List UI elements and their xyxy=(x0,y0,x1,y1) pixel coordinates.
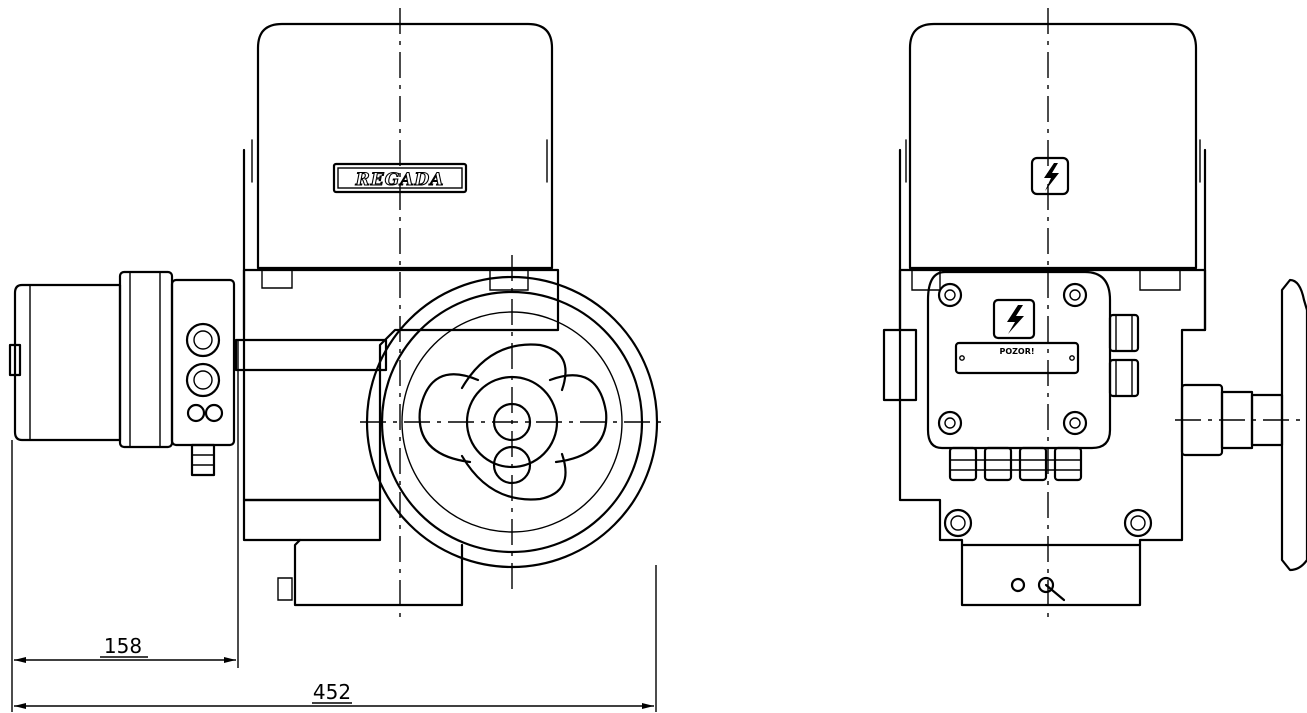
body-tab-left xyxy=(261,269,293,289)
warning-title: POZOR! xyxy=(999,347,1034,356)
bottom-cable-glands xyxy=(948,446,1083,482)
motor-cover xyxy=(256,22,554,270)
high-voltage-sign-small xyxy=(1030,156,1070,196)
side-handwheel-edge xyxy=(1280,278,1307,572)
front-view: REGADA xyxy=(8,8,665,620)
dimension-label-158: 158 xyxy=(104,634,142,658)
lightning-bolt-icon xyxy=(1044,163,1059,191)
dimension-label-452: 452 xyxy=(313,680,351,704)
side-base-housing xyxy=(960,543,1142,607)
base-housing xyxy=(293,538,464,607)
high-voltage-sign xyxy=(992,298,1036,340)
brand-logo: REGADA xyxy=(355,170,445,190)
body-tab-right xyxy=(489,269,529,291)
drain-plug xyxy=(277,577,293,601)
dimensions: 158 452 xyxy=(11,340,657,712)
lightning-bolt-icon-large xyxy=(1007,305,1024,334)
side-motor-cover xyxy=(908,22,1198,270)
side-gearbox-body xyxy=(898,268,1207,547)
body-lower-flange xyxy=(242,498,382,542)
side-shaft xyxy=(1180,278,1307,572)
side-cable-glands xyxy=(1108,313,1140,398)
side-view: POZOR! xyxy=(882,8,1307,620)
grounding-screw xyxy=(1010,577,1026,593)
drain-valve xyxy=(1037,576,1055,594)
gearbox-body xyxy=(242,268,560,502)
mounting-bolt-right xyxy=(1123,508,1153,538)
terminal-box: POZOR! xyxy=(926,270,1112,450)
warning-plate: POZOR! xyxy=(954,341,1080,375)
side-enclosure xyxy=(8,270,236,477)
connecting-pipe xyxy=(234,338,388,372)
side-left-flange xyxy=(882,328,918,402)
mounting-bolt-left xyxy=(943,508,973,538)
